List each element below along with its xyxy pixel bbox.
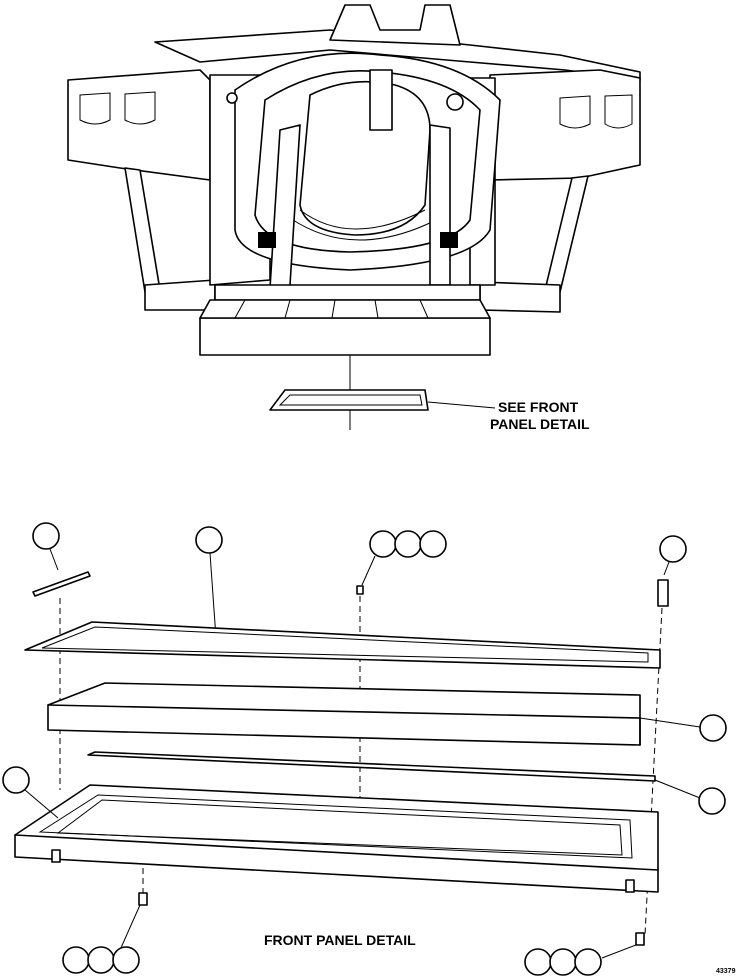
part-tray (14, 784, 659, 893)
part-screw-top (356, 585, 364, 595)
left-leg (124, 167, 161, 293)
inner-opening (299, 80, 431, 236)
balloon-bottom-left-1 (62, 946, 90, 974)
balloon-bottom-left-2 (87, 946, 115, 974)
part-pin (657, 579, 669, 607)
front-bumper-box (199, 317, 491, 356)
balloon-bottom-right-2 (549, 948, 577, 976)
tray-front-top (14, 834, 659, 871)
right-side-panel (489, 69, 641, 181)
leader-strip (654, 779, 701, 799)
left-lower-block (144, 279, 216, 311)
front-panel-small (269, 389, 429, 411)
bolt-head (446, 93, 464, 111)
right-strut (429, 124, 451, 286)
part-foam-block (47, 682, 641, 746)
balloon-hardware-1 (369, 530, 397, 558)
leader-screw-left (119, 904, 141, 951)
balloon-rod (32, 522, 60, 550)
callout-line-2: PANEL DETAIL (490, 416, 590, 432)
part-seal-strip (87, 751, 656, 782)
part-gasket (24, 621, 661, 669)
balloon-hardware-3 (419, 530, 447, 558)
inner-ring (254, 70, 481, 253)
balloon-tray (2, 766, 30, 794)
balloon-bottom-right-3 (574, 948, 602, 976)
right-pad (440, 232, 458, 248)
tray-inner-rim (38, 794, 633, 859)
left-pad (258, 232, 276, 248)
bumper-top (199, 299, 491, 319)
bolt-head-left (226, 92, 238, 104)
callout-leader (427, 401, 496, 409)
left-side-panel (67, 69, 211, 181)
machine-frame-view (67, 4, 641, 430)
bumper-ribs (234, 299, 429, 319)
left-panel-cutout-2 (124, 91, 156, 125)
tray-foot-right (625, 879, 635, 893)
part-rod (32, 571, 91, 597)
balloon-bottom-right-1 (524, 948, 552, 976)
top-tower (329, 4, 461, 46)
right-leg (544, 175, 589, 293)
leader-hardware-top (361, 555, 376, 586)
balloon-strip (698, 787, 726, 815)
inner-arc-1 (299, 209, 426, 230)
balloon-gasket (195, 526, 223, 554)
front-panel-detail (2, 522, 727, 976)
lower-crossmember (214, 284, 481, 301)
detail-title: FRONT PANEL DETAIL (264, 932, 416, 948)
leader-rod (49, 548, 59, 571)
left-panel-cutout-1 (79, 92, 111, 125)
part-screw-bottom-left (138, 892, 148, 906)
leader-screw-right (601, 944, 637, 959)
tray-inner-floor (56, 799, 623, 856)
balloon-hardware-2 (394, 530, 422, 558)
balloon-foam (699, 714, 727, 742)
balloon-pin (659, 535, 687, 563)
gasket-inner (41, 626, 649, 663)
right-lower-block (479, 281, 561, 313)
leader-gasket (209, 552, 217, 639)
front-panel-small-inner (278, 394, 423, 406)
leader-foam (639, 717, 701, 728)
leader-tray (24, 789, 59, 819)
figure-number: 43379 (716, 968, 736, 975)
callout-line-1: SEE FRONT (498, 399, 579, 415)
inner-arc-2 (289, 217, 441, 241)
center-strut (369, 69, 393, 131)
right-panel-cutout-1 (559, 95, 591, 129)
part-screw-bottom-right (635, 932, 645, 946)
right-panel-cutout-2 (604, 94, 633, 129)
tray-foot-left (51, 849, 61, 863)
leader-pin (663, 561, 670, 576)
balloon-bottom-left-3 (112, 946, 140, 974)
